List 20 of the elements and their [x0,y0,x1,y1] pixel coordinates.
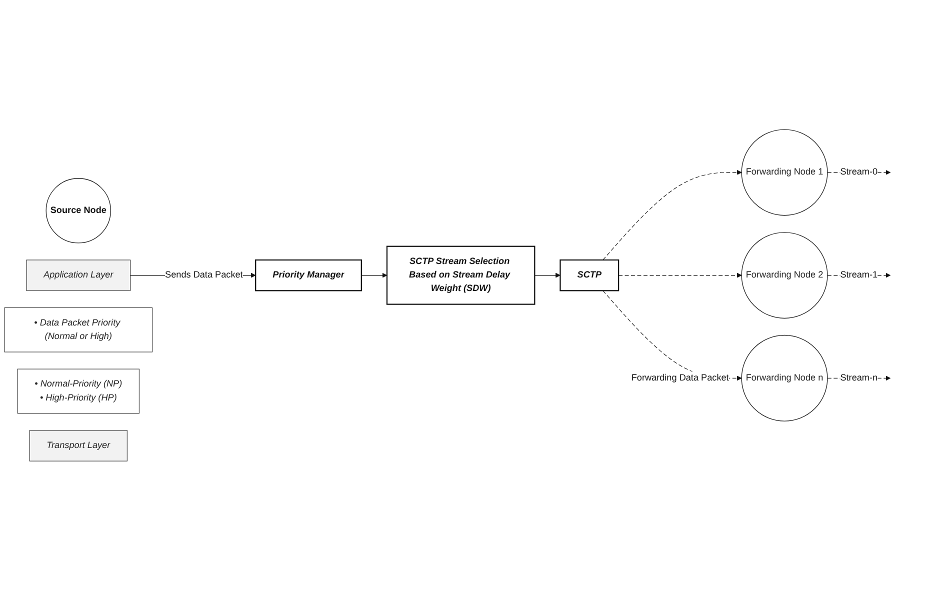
node-box: • Normal-Priority (NP) • High-Priority (HP) [17,368,140,414]
node-circle: Forwarding Node 2 [741,232,828,318]
edge-label: Stream-0 [840,167,878,177]
node-circle: Forwarding Node n [741,334,828,422]
arrow [534,272,560,278]
node-box: SCTP Stream Selection Based on Stream Delay Weight (SDW) [386,245,536,305]
node-box: SCTP [560,259,620,291]
node-box: Application Layer [26,259,131,291]
node-box: Priority Manager [255,259,362,291]
node-box: • Data Packet Priority (Normal or High) [4,307,153,352]
edge-label: Stream-n [840,372,878,382]
arrow [618,272,742,278]
node-box: Transport Layer [29,430,128,462]
edge-label: Sends Data Packet [165,270,243,280]
edge-label: Forwarding Data Packet [631,372,729,382]
arrow [361,272,388,278]
arrow [602,170,742,260]
edge-label: Stream-1 [840,270,878,280]
node-circle: Source Node [46,178,112,243]
node-circle: Forwarding Node 1 [741,128,828,216]
